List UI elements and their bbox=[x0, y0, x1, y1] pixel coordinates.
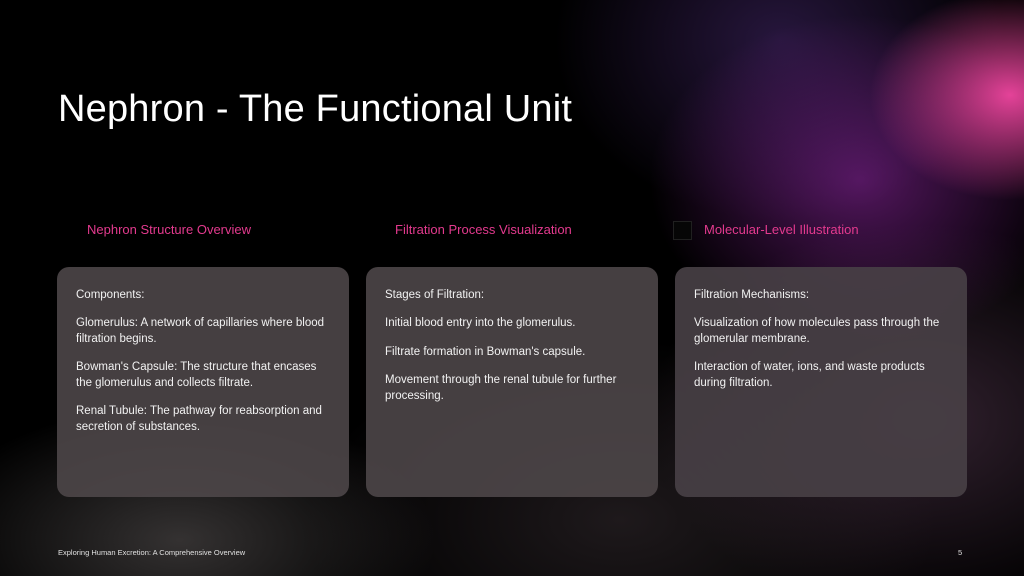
card-molecular: Filtration Mechanisms: Visualization of … bbox=[675, 267, 967, 497]
card-item: Filtrate formation in Bowman's capsule. bbox=[385, 345, 586, 358]
card-item: Renal Tubule: The pathway for reabsorpti… bbox=[76, 405, 322, 433]
card-item: Glomerulus: A network of capillaries whe… bbox=[76, 317, 325, 345]
card-heading: Filtration Mechanisms: bbox=[694, 289, 810, 301]
column-header-structure: Nephron Structure Overview bbox=[87, 222, 252, 237]
card-heading: Stages of Filtration: bbox=[385, 289, 485, 301]
card-item: Interaction of water, ions, and waste pr… bbox=[694, 361, 925, 389]
card-structure: Components: Glomerulus: A network of cap… bbox=[57, 267, 349, 497]
card-heading: Components: bbox=[76, 289, 145, 301]
image-placeholder-icon bbox=[673, 221, 692, 240]
column-header-molecular: Molecular-Level Illustration bbox=[704, 222, 859, 237]
card-item: Movement through the renal tubule for fu… bbox=[385, 374, 617, 402]
page-number: 5 bbox=[958, 548, 963, 557]
card-filtration: Stages of Filtration: Initial blood entr… bbox=[366, 267, 658, 497]
card-item: Bowman's Capsule: The structure that enc… bbox=[76, 361, 317, 389]
column-header-filtration: Filtration Process Visualization bbox=[395, 222, 572, 237]
slide-title: Nephron - The Functional Unit bbox=[58, 88, 573, 130]
card-item: Visualization of how molecules pass thro… bbox=[694, 317, 940, 345]
card-item: Initial blood entry into the glomerulus. bbox=[385, 317, 576, 329]
footer-text: Exploring Human Excretion: A Comprehensi… bbox=[58, 548, 246, 557]
